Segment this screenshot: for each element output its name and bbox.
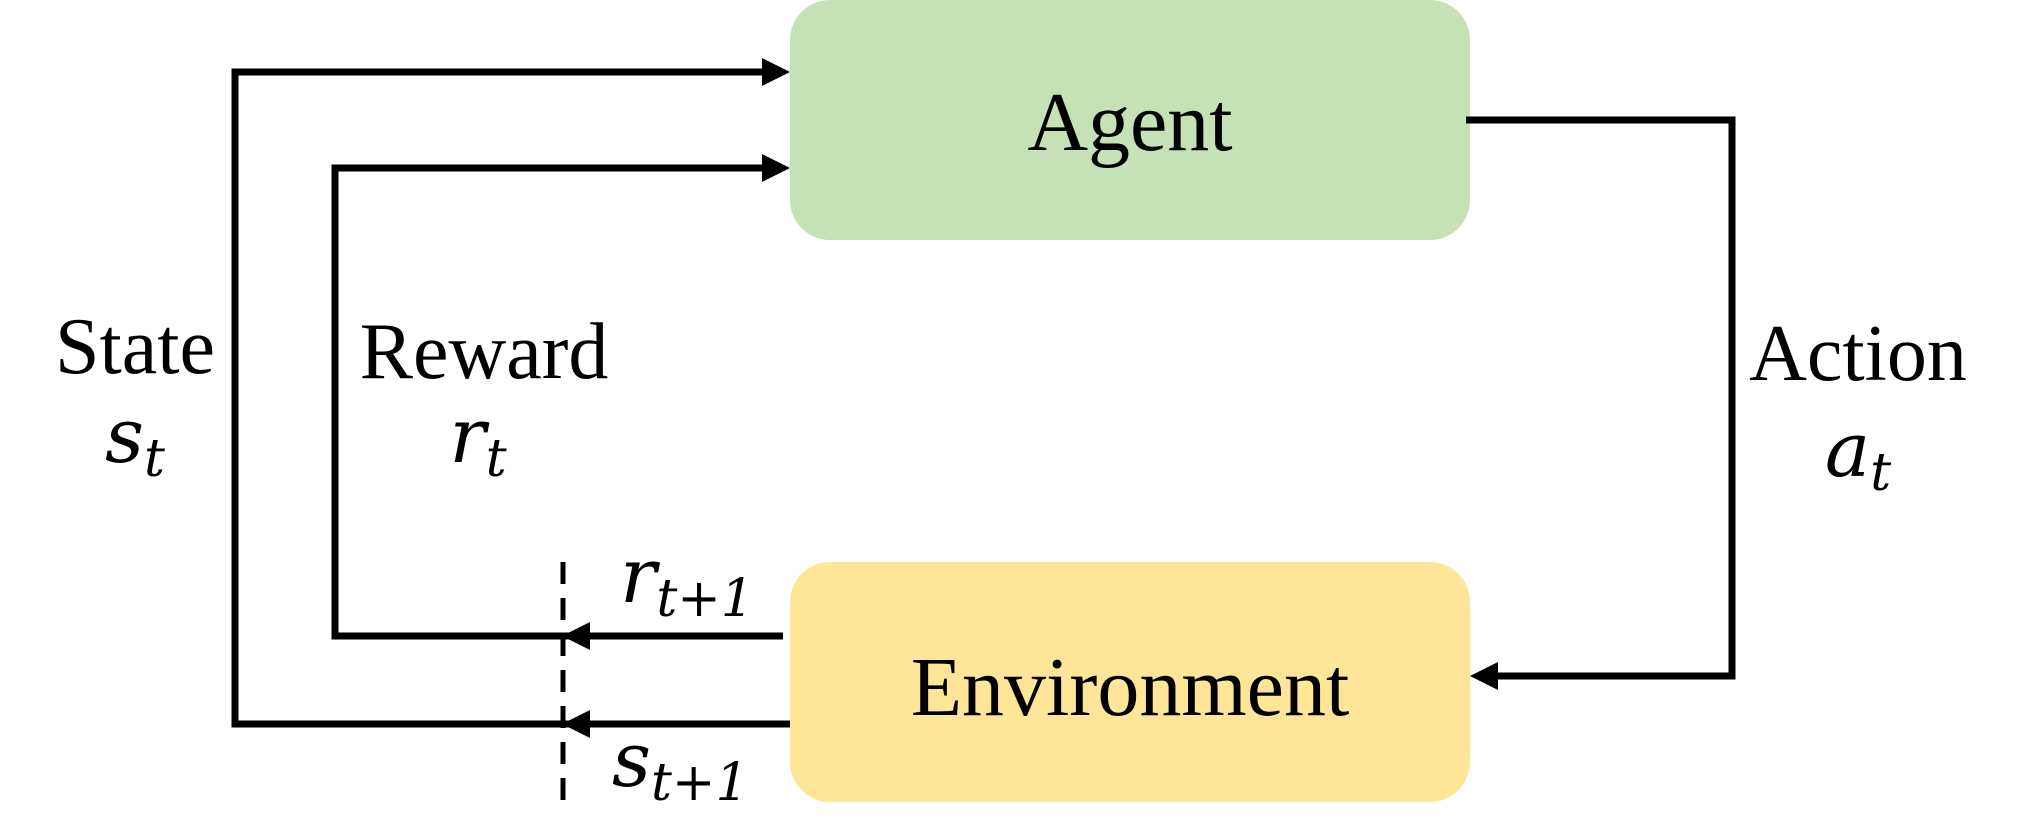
action-label: Action xyxy=(1749,310,1967,398)
state-label-group: State st xyxy=(55,303,215,489)
reward-symbol-subscript: t xyxy=(486,429,507,489)
state-label: State xyxy=(55,303,215,391)
next-reward-symbol-subscript: t+1 xyxy=(656,569,754,629)
action-symbol-main: a xyxy=(1825,405,1870,494)
state-symbol-subscript: t xyxy=(144,429,165,489)
action-symbol-subscript: t xyxy=(1870,443,1891,503)
next-state-arrowhead xyxy=(562,710,590,738)
action-arrowhead xyxy=(1470,662,1498,690)
action-loop-line xyxy=(1466,116,1736,680)
state-symbol-main: s xyxy=(105,391,144,480)
action-loop xyxy=(1466,116,1736,690)
agent-box: Agent xyxy=(790,0,1470,240)
next-reward-symbol: rt+1 xyxy=(620,531,754,629)
next-reward-symbol-main: r xyxy=(620,531,661,620)
next-state-symbol-main: s xyxy=(612,715,651,804)
action-symbol: at xyxy=(1825,405,1891,503)
reward-symbol: rt xyxy=(449,391,506,489)
state-loop-line xyxy=(231,68,790,728)
action-label-group: Action at xyxy=(1749,310,1967,503)
reward-label-group: Reward rt xyxy=(360,308,609,489)
next-reward-arrowhead xyxy=(562,622,590,650)
agent-box-shape xyxy=(790,0,1470,240)
environment-box-shape xyxy=(790,562,1470,802)
reward-loop xyxy=(331,154,790,640)
agent-label: Agent xyxy=(1027,76,1232,169)
environment-box: Environment xyxy=(790,562,1470,802)
reward-label: Reward xyxy=(360,308,609,396)
state-arrowhead xyxy=(762,58,790,86)
reward-symbol-main: r xyxy=(449,391,490,480)
next-state-symbol-subscript: t+1 xyxy=(651,753,749,813)
environment-label: Environment xyxy=(911,641,1350,734)
state-symbol: st xyxy=(105,391,165,489)
reward-arrowhead xyxy=(762,154,790,182)
state-loop xyxy=(231,58,790,728)
reward-loop-line xyxy=(331,164,783,640)
next-state-symbol: st+1 xyxy=(612,715,749,813)
